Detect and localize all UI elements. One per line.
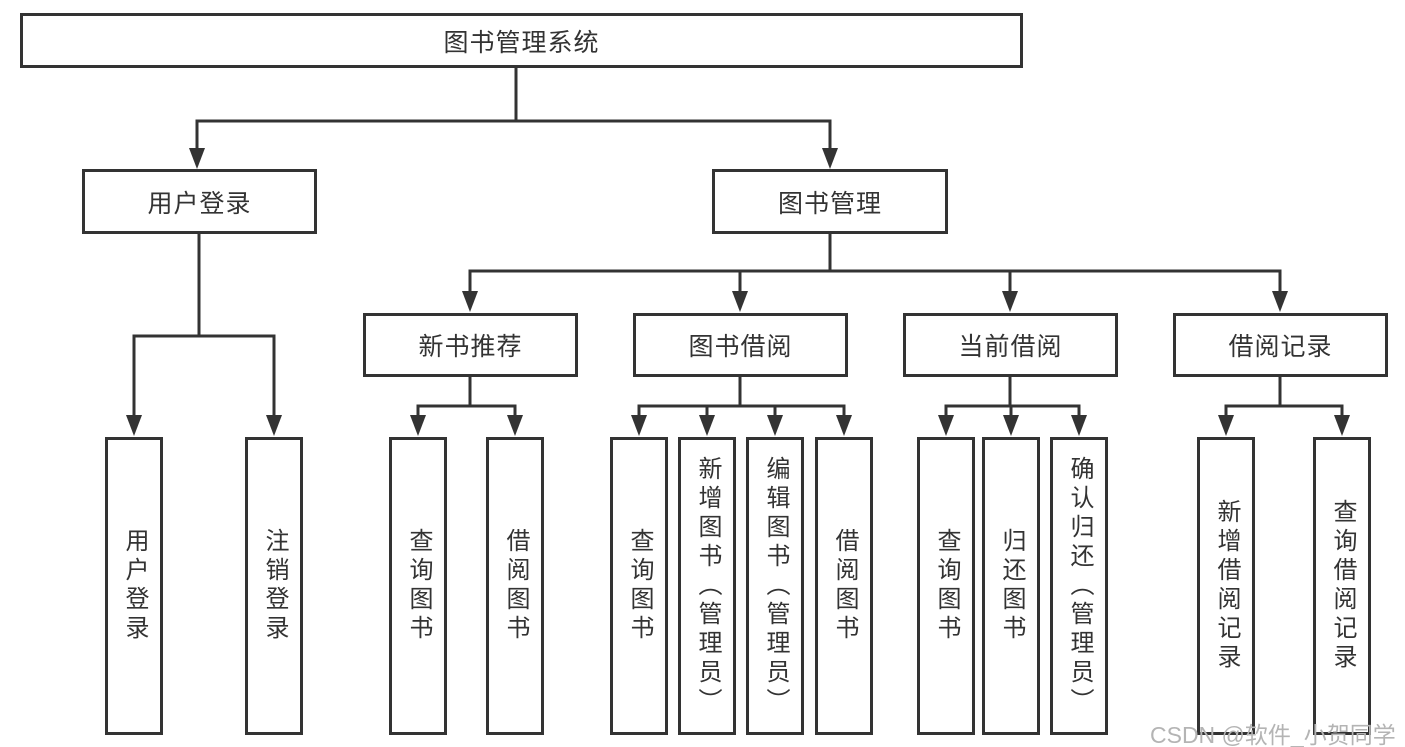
arrowhead (266, 415, 282, 436)
arrowhead (732, 291, 748, 312)
leaf-user-login: 用户登录 (105, 437, 163, 735)
arrowhead (631, 415, 647, 436)
arrowhead (410, 415, 426, 436)
arrowhead (1334, 415, 1350, 436)
leaf-borrow-book-1-label: 借阅图书 (502, 528, 529, 644)
leaf-borrow-book-2: 借阅图书 (815, 437, 873, 735)
leaf-query-book-3-label: 查询图书 (933, 528, 960, 644)
leaf-return-book: 归还图书 (982, 437, 1040, 735)
arrowhead (836, 415, 852, 436)
arrowhead (1218, 415, 1234, 436)
leaf-query-book-3: 查询图书 (917, 437, 975, 735)
connector-current-borrow (944, 375, 1081, 420)
leaf-logout: 注销登录 (245, 437, 303, 735)
node-borrow-records-label: 借阅记录 (1228, 333, 1333, 361)
arrowhead (822, 148, 838, 169)
leaf-query-borrow-record-label: 查询借阅记录 (1329, 499, 1356, 673)
node-book-management: 图书管理 (712, 169, 948, 234)
arrowhead (462, 291, 478, 312)
node-user-login: 用户登录 (82, 169, 317, 234)
connector-root (195, 66, 832, 152)
arrowhead (126, 415, 142, 436)
leaf-confirm-return-admin-label: 确认归还（管理员） (1066, 455, 1093, 717)
node-user-login-label: 用户登录 (147, 189, 252, 218)
leaf-borrow-book-2-label: 借阅图书 (831, 528, 858, 644)
leaf-add-borrow-record-label: 新增借阅记录 (1213, 499, 1240, 673)
csdn-watermark: CSDN @软件_小贺同学 (1150, 722, 1396, 747)
leaf-return-book-label: 归还图书 (998, 528, 1025, 644)
node-book-borrow: 图书借阅 (633, 313, 848, 377)
arrowhead (507, 415, 523, 436)
arrowhead (699, 415, 715, 436)
node-book-management-label: 图书管理 (777, 189, 882, 218)
leaf-borrow-book-1: 借阅图书 (486, 437, 544, 735)
arrowhead (189, 148, 205, 169)
connector-new-book (416, 375, 517, 420)
arrowhead (767, 415, 783, 436)
node-new-book-recommend-label: 新书推荐 (418, 333, 523, 361)
node-root: 图书管理系统 (20, 13, 1023, 68)
leaf-confirm-return-admin: 确认归还（管理员） (1050, 437, 1108, 735)
node-current-borrow: 当前借阅 (903, 313, 1118, 377)
leaf-logout-label: 注销登录 (261, 528, 288, 644)
node-book-borrow-label: 图书借阅 (688, 333, 793, 361)
arrowhead (1003, 415, 1019, 436)
node-root-label: 图书管理系统 (443, 28, 600, 57)
leaf-query-book-1-label: 查询图书 (405, 528, 432, 644)
leaf-add-book-admin-label: 新增图书（管理员） (694, 455, 721, 717)
connector-book-management (468, 232, 1282, 295)
connector-user-login (132, 232, 276, 420)
leaf-user-login-label: 用户登录 (121, 528, 148, 644)
arrowhead (1002, 291, 1018, 312)
arrowhead (938, 415, 954, 436)
leaf-add-borrow-record: 新增借阅记录 (1197, 437, 1255, 735)
arrowhead (1272, 291, 1288, 312)
node-borrow-records: 借阅记录 (1173, 313, 1388, 377)
connector-borrow-records (1224, 375, 1344, 420)
leaf-query-borrow-record: 查询借阅记录 (1313, 437, 1371, 735)
arrowhead (1071, 415, 1087, 436)
leaf-edit-book-admin-label: 编辑图书（管理员） (762, 455, 789, 717)
connector-book-borrow (637, 375, 846, 420)
node-current-borrow-label: 当前借阅 (958, 333, 1063, 361)
leaf-add-book-admin: 新增图书（管理员） (678, 437, 736, 735)
leaf-query-book-2: 查询图书 (610, 437, 668, 735)
leaf-query-book-2-label: 查询图书 (626, 528, 653, 644)
leaf-edit-book-admin: 编辑图书（管理员） (746, 437, 804, 735)
leaf-query-book-1: 查询图书 (389, 437, 447, 735)
node-new-book-recommend: 新书推荐 (363, 313, 578, 377)
